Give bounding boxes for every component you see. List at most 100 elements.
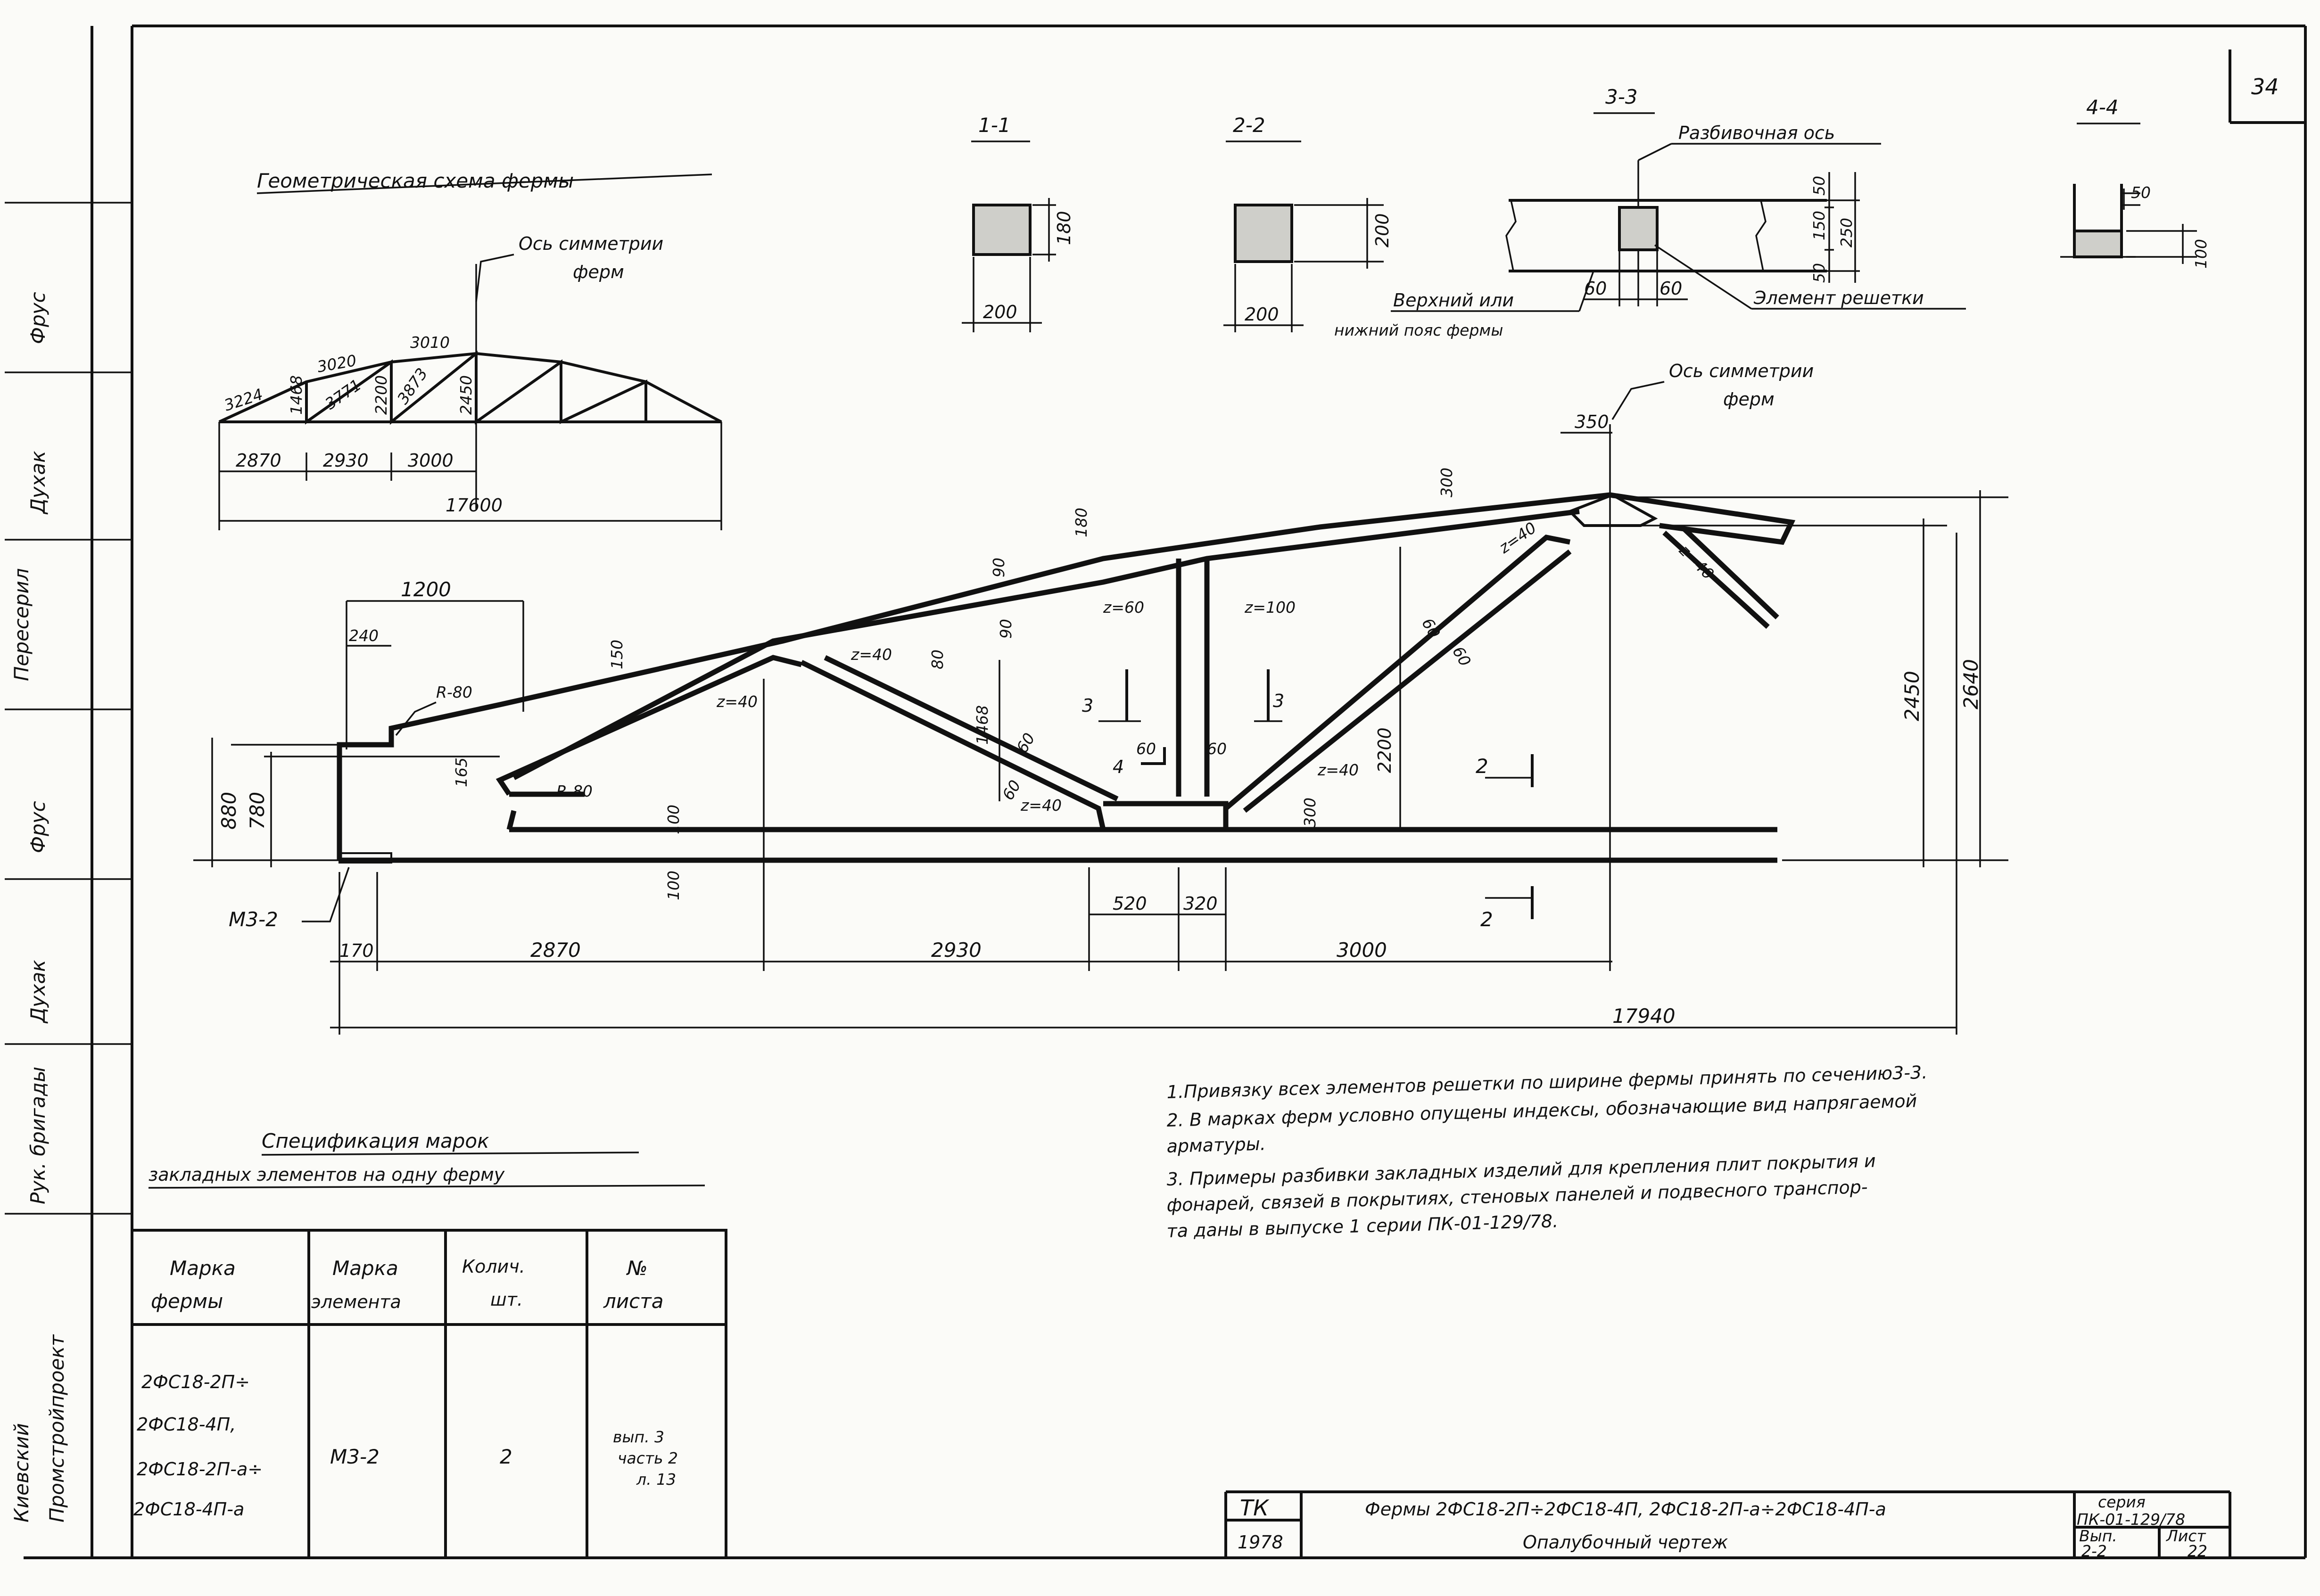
geo-height-1: 1468 xyxy=(287,375,305,415)
section-2-2: 2-2 200 200 xyxy=(1223,114,1393,332)
title-sheet: 22 xyxy=(2188,1542,2207,1560)
elev-d100a: 100 xyxy=(664,805,683,834)
elev-cut4: 4 xyxy=(1113,757,1124,777)
title-year: 1978 xyxy=(1238,1532,1283,1553)
elev-d90a: 90 xyxy=(990,558,1008,577)
elev-z40a: z=40 xyxy=(716,692,758,711)
spec-sheet-ref-2: часть 2 xyxy=(618,1449,678,1467)
elev-axis-label-2: ферм xyxy=(1723,389,1775,410)
section-4-4-plate xyxy=(2073,230,2123,258)
section-1-1-width: 200 xyxy=(983,302,1017,322)
section-3-3-axis: Разбивочная ось xyxy=(1678,123,1835,143)
elev-d2640: 2640 xyxy=(1959,659,1982,709)
title-issue-label: Вып. xyxy=(2079,1527,2117,1545)
elev-d350: 350 xyxy=(1575,411,1609,432)
elev-d240: 240 xyxy=(349,626,379,645)
title-main: Фермы 2ФС18-2П÷2ФС18-4П, 2ФС18-2П-а÷2ФС1… xyxy=(1365,1499,1886,1520)
elev-d3000: 3000 xyxy=(1337,938,1387,962)
elev-d17940: 17940 xyxy=(1612,1004,1676,1028)
sheet-frame xyxy=(5,25,2307,1559)
elev-r80a: R-80 xyxy=(436,683,472,701)
elev-cut2-bottom: 2 xyxy=(1480,908,1493,931)
elev-d320: 320 xyxy=(1183,893,1218,914)
elev-m32: M3-2 xyxy=(229,908,278,931)
section-4-4-d100: 100 xyxy=(2192,239,2210,269)
elev-d780: 780 xyxy=(246,792,269,830)
spec-qty: 2 xyxy=(500,1445,512,1468)
spec-truss-mark-3: 2ФС18-2П-а÷ xyxy=(137,1459,263,1480)
elev-cut2-top: 2 xyxy=(1476,755,1488,778)
elev-d520: 520 xyxy=(1113,893,1147,914)
elev-z40b: z=40 xyxy=(850,645,892,664)
elev-d1200: 1200 xyxy=(401,578,451,601)
spec-truss-mark-2: 2ФС18-4П, xyxy=(137,1414,236,1435)
spec-header-1b: фермы xyxy=(151,1290,223,1313)
elev-d300b: 300 xyxy=(1301,798,1319,827)
elev-d880: 880 xyxy=(217,792,240,830)
elev-d170: 170 xyxy=(339,940,374,961)
elev-d2200: 2200 xyxy=(1374,727,1395,773)
section-3-3-title: 3-3 xyxy=(1605,85,1638,108)
geo-chord-3: 3010 xyxy=(410,333,450,352)
elev-d80: 80 xyxy=(928,650,947,669)
spec-truss-mark-4: 2ФС18-4П-а xyxy=(133,1499,244,1520)
section-3-3-d250: 250 xyxy=(1837,218,1856,247)
title-tk: ТК xyxy=(1240,1495,1270,1521)
note-line-3: арматуры. xyxy=(1166,1134,1266,1157)
org-name-2: Промстройпроект xyxy=(45,1334,68,1522)
spec-truss-mark-1: 2ФС18-2П÷ xyxy=(141,1372,250,1392)
section-3-3-chord-label-1: Верхний или xyxy=(1393,290,1514,311)
elev-axis-label-1: Ось симметрии xyxy=(1669,361,1814,381)
elev-z40c: z=40 xyxy=(1020,796,1062,814)
spec-header-2b: элемента xyxy=(311,1292,401,1312)
geometry-scheme: Геометрическая схема фермы Ось симметрии… xyxy=(218,169,722,530)
spec-sheet-ref-3: л. 13 xyxy=(636,1470,676,1489)
geo-span-2: 2930 xyxy=(323,450,369,471)
elev-z60: z=60 xyxy=(1103,598,1144,617)
spec-header-4b: листа xyxy=(603,1290,663,1313)
elev-d60c: 60 xyxy=(1136,740,1156,758)
section-2-2-title: 2-2 xyxy=(1233,114,1265,137)
title-subtitle: Опалубочный чертеж xyxy=(1523,1532,1728,1553)
section-1-1-shape xyxy=(972,204,1032,256)
elev-d300: 300 xyxy=(1437,468,1456,497)
geo-diag-1: 3771 xyxy=(322,375,364,413)
spec-title: Спецификация марок xyxy=(262,1129,489,1152)
margin-label-5: Духак xyxy=(26,960,50,1024)
elev-d1468: 1468 xyxy=(973,705,991,745)
elev-d60e: 60 xyxy=(1418,615,1444,642)
geometry-axis-label-2: ферм xyxy=(573,262,624,282)
section-2-2-width: 200 xyxy=(1245,304,1279,325)
truss-elevation: Ось симметрии ферм 350 300 180 90 90 120… xyxy=(193,361,2008,1035)
notes: 1.Привязку всех элементов решетки по шир… xyxy=(1166,1062,1928,1242)
spec-element: M3-2 xyxy=(330,1445,380,1468)
geo-diag-2: 3873 xyxy=(394,364,431,407)
margin-label-3: Пересерил xyxy=(10,568,33,681)
elev-d60d: 60 xyxy=(1207,740,1227,758)
elev-d180: 180 xyxy=(1072,508,1090,537)
elev-cut3-left: 3 xyxy=(1082,695,1093,716)
title-block: ТК 1978 Фермы 2ФС18-2П÷2ФС18-4П, 2ФС18-2… xyxy=(1224,1490,2231,1560)
elev-d2870: 2870 xyxy=(530,938,581,962)
spec-header-1a: Марка xyxy=(170,1257,236,1280)
section-4-4-title: 4-4 xyxy=(2086,96,2119,119)
margin-label-4: Фрус xyxy=(26,801,50,853)
geo-span-1: 2870 xyxy=(236,450,281,471)
embedded-plate-m32 xyxy=(339,852,392,864)
elev-d2450: 2450 xyxy=(1900,671,1924,721)
section-3-3-d150: 150 xyxy=(1810,211,1828,240)
section-2-2-height: 200 xyxy=(1372,213,1393,247)
geo-height-3: 2450 xyxy=(457,375,475,415)
title-issue: 2-2 xyxy=(2081,1542,2107,1560)
elev-z100: z=100 xyxy=(1244,598,1296,617)
geo-total: 17600 xyxy=(446,495,503,516)
spec-header-4a: № xyxy=(626,1257,648,1280)
margin-label-1: Фрус xyxy=(26,292,50,344)
section-4-4-d50: 50 xyxy=(2131,183,2151,202)
title-sheet-label: Лист xyxy=(2166,1527,2206,1545)
spec-header-3b: шт. xyxy=(490,1289,523,1310)
title-series-label: серия xyxy=(2098,1493,2146,1511)
elev-r80b: R-80 xyxy=(556,782,593,800)
note-line-6: та даны в выпуске 1 серии ПК-01-129/78. xyxy=(1166,1210,1559,1242)
margin-stamps: Фрус Духак Пересерил Фрус Духак Рук. бри… xyxy=(10,292,68,1522)
